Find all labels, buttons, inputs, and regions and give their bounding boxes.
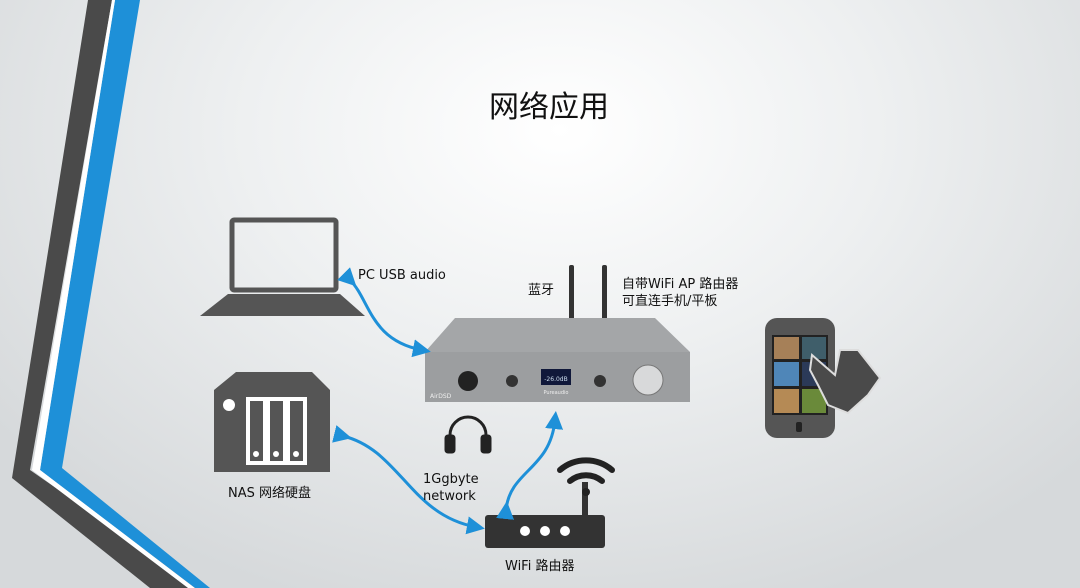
arrow-router-amp [496, 411, 564, 520]
label-pc-usb: PC USB audio [358, 268, 446, 283]
decor-stripe-blue [40, 0, 210, 588]
router-icon [485, 482, 605, 548]
label-wifi-ap-2: 可直连手机/平板 [622, 294, 718, 309]
amp-model: AirDSD [430, 393, 452, 400]
headphones-icon [444, 415, 492, 454]
laptop-icon [200, 217, 365, 316]
label-nas: NAS 网络硬盘 [228, 486, 312, 501]
decor-stripe-white [32, 0, 195, 588]
label-network-1: 1Ggbyte [423, 472, 479, 487]
label-router: WiFi 路由器 [505, 559, 575, 574]
hand-icon [808, 349, 882, 415]
arrow-pc-amp [337, 267, 431, 358]
wifi-signal-icon [557, 457, 615, 496]
nas-icon [214, 372, 330, 472]
phone-icon [765, 318, 835, 438]
decor-stripe-dark [12, 0, 200, 588]
label-wifi-ap-1: 自带WiFi AP 路由器 [622, 277, 739, 292]
amp-display-text: -26.0dB [544, 376, 567, 383]
label-network-2: network [423, 489, 476, 504]
arrow-nas-router [332, 425, 485, 535]
amplifier-device: -26.0dB Pureaudio AirDSD [425, 265, 690, 402]
label-bluetooth: 蓝牙 [528, 283, 555, 298]
amp-brand: Pureaudio [544, 390, 569, 396]
page-title: 网络应用 [489, 90, 609, 125]
